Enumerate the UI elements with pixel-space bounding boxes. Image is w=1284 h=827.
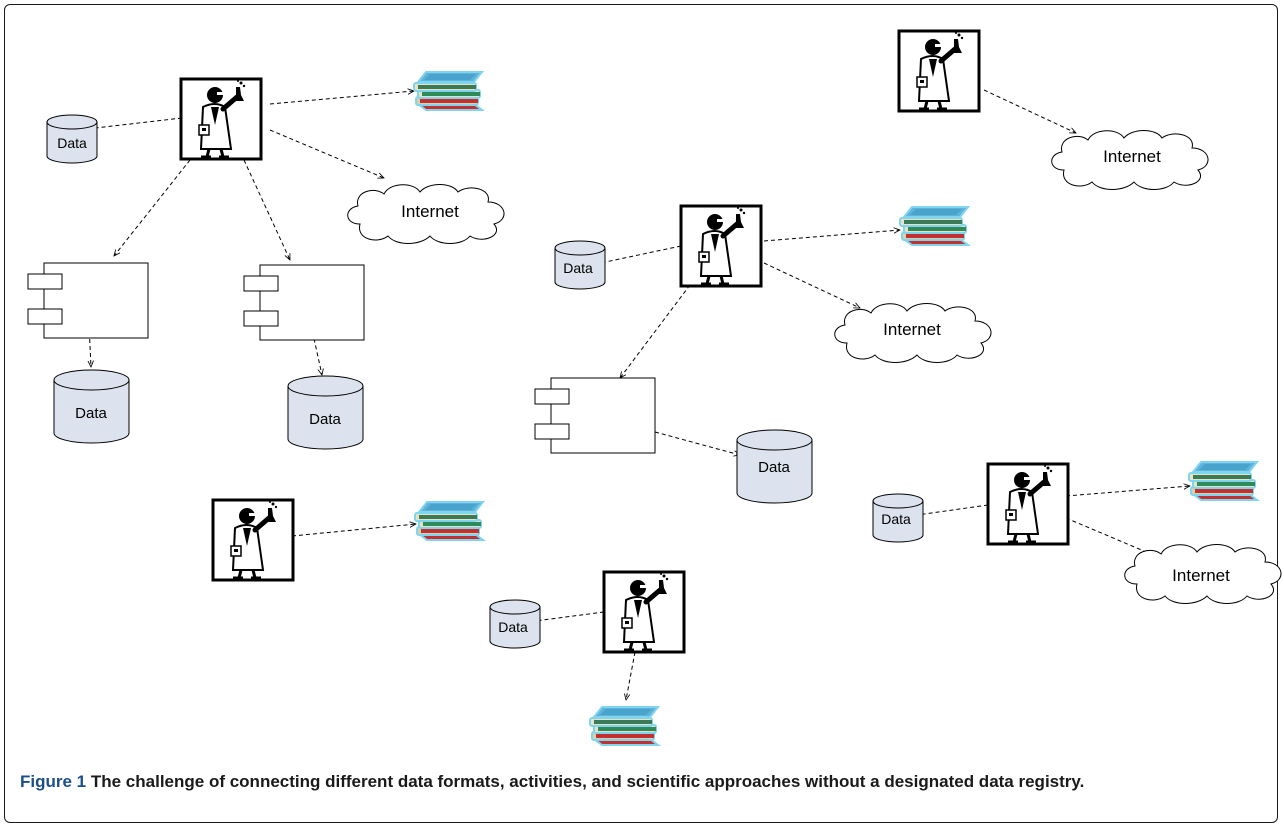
database-icon: Data xyxy=(736,429,813,504)
books-icon xyxy=(899,206,969,246)
connector xyxy=(577,245,682,268)
connector xyxy=(1065,517,1158,557)
component-icon xyxy=(534,377,656,454)
database-label: Data xyxy=(498,619,528,635)
books-icon xyxy=(413,71,483,111)
connector xyxy=(983,89,1076,134)
figure-caption: Figure 1 The challenge of connecting dif… xyxy=(20,772,1270,792)
connector xyxy=(654,431,740,455)
cloud-label: Internet xyxy=(401,202,459,221)
database-icon: Data xyxy=(489,599,541,649)
database-label: Data xyxy=(758,459,790,476)
cloud-label: Internet xyxy=(883,320,941,339)
scientist-icon xyxy=(181,79,261,159)
connector-group-c xyxy=(577,230,900,455)
database-label: Data xyxy=(309,411,341,428)
scientist-icon xyxy=(988,464,1068,544)
database-icon: Data xyxy=(872,493,924,543)
component-icon xyxy=(243,264,365,341)
connector xyxy=(243,159,291,260)
books-icon xyxy=(1188,461,1258,501)
cloud-label: Internet xyxy=(1103,147,1161,166)
database-icon: Data xyxy=(287,375,364,450)
scientist-icon xyxy=(604,572,684,652)
connector-group-b xyxy=(983,89,1076,134)
database-icon: Data xyxy=(53,369,130,444)
database-label: Data xyxy=(563,260,593,276)
connector xyxy=(291,524,416,537)
scientist-icon xyxy=(681,206,761,286)
scientist-icon xyxy=(213,500,293,580)
books-icon xyxy=(414,501,484,541)
books-icon xyxy=(589,706,659,746)
connector xyxy=(1065,486,1190,497)
connector xyxy=(763,262,860,309)
connector xyxy=(269,91,414,105)
connector xyxy=(114,159,191,256)
cloud-icon: Internet xyxy=(1124,544,1282,604)
connector xyxy=(620,284,691,378)
component-icon xyxy=(27,262,149,339)
cloud-icon: Internet xyxy=(834,303,992,363)
cloud-icon: Internet xyxy=(1051,130,1209,190)
figure-frame xyxy=(4,4,1278,823)
connector xyxy=(626,651,636,700)
figure-caption-text: The challenge of connecting different da… xyxy=(90,772,1085,791)
connector-group-d xyxy=(291,524,416,537)
connector xyxy=(52,117,183,133)
scientist-icon xyxy=(899,31,979,111)
cloud-icon: Internet xyxy=(347,184,505,244)
database-icon: Data xyxy=(46,114,98,164)
database-label: Data xyxy=(75,405,107,422)
connector xyxy=(269,129,384,178)
connector xyxy=(763,230,900,242)
database-label: Data xyxy=(881,511,911,527)
database-icon: Data xyxy=(554,240,606,290)
database-label: Data xyxy=(57,135,87,151)
figure-label: Figure 1 xyxy=(20,772,87,791)
cloud-label: Internet xyxy=(1172,566,1230,585)
